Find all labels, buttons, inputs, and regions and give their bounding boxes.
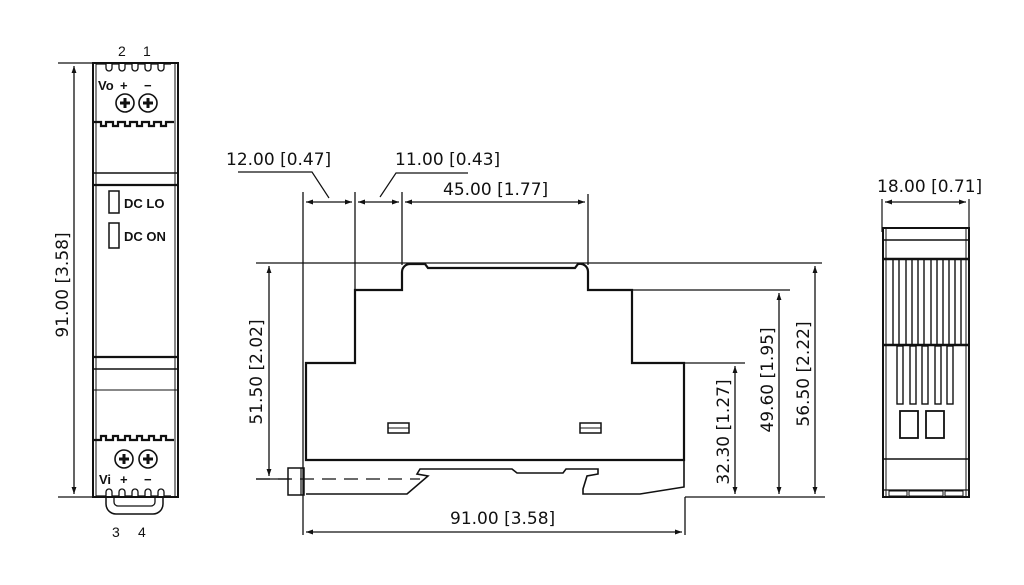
vo-plus-label: + (120, 78, 128, 93)
end-view (881, 199, 970, 498)
vo-minus-label: − (144, 78, 152, 93)
pin-2-label: 2 (118, 43, 126, 59)
dim-56-50-label: 56.50 [2.22] (794, 321, 814, 426)
vo-label: Vo (98, 78, 114, 93)
output-terminal-screws (115, 93, 158, 113)
screw-icon-plus-in (114, 449, 134, 469)
input-terminal-screws (114, 449, 158, 469)
screw-icon-minus-out (138, 93, 158, 113)
vi-minus-label: − (144, 472, 152, 487)
pin-1-label: 1 (143, 43, 151, 59)
led-dc-lo-icon (108, 190, 120, 214)
dim-45-label: 45.00 [1.77] (443, 180, 548, 200)
led-dc-on-icon (108, 222, 120, 249)
screw-icon-plus-out (115, 93, 135, 113)
dim-11-label: 11.00 [0.43] (395, 150, 500, 170)
vi-plus-label: + (120, 472, 128, 487)
led-label-dc-lo: DC LO (124, 196, 164, 211)
dim-12-label: 12.00 [0.47] (226, 150, 331, 170)
dim-51-50-label: 51.50 [2.02] (247, 319, 267, 424)
pin-3-label: 3 (112, 524, 120, 540)
dim-18-label: 18.00 [0.71] (877, 177, 982, 197)
led-label-dc-on: DC ON (124, 229, 166, 244)
front-view (58, 62, 179, 515)
dim-49-60-label: 49.60 [1.95] (758, 327, 778, 432)
dim-91-label: 91.00 [3.58] (450, 509, 555, 529)
side-view (238, 171, 825, 535)
front-height-dimension: 91.00 [3.58] (53, 232, 73, 337)
screw-icon-minus-in (138, 449, 158, 469)
dim-32-30-label: 32.30 [1.27] (714, 379, 734, 484)
vi-label: Vi (99, 472, 111, 487)
pin-4-label: 4 (138, 524, 146, 540)
